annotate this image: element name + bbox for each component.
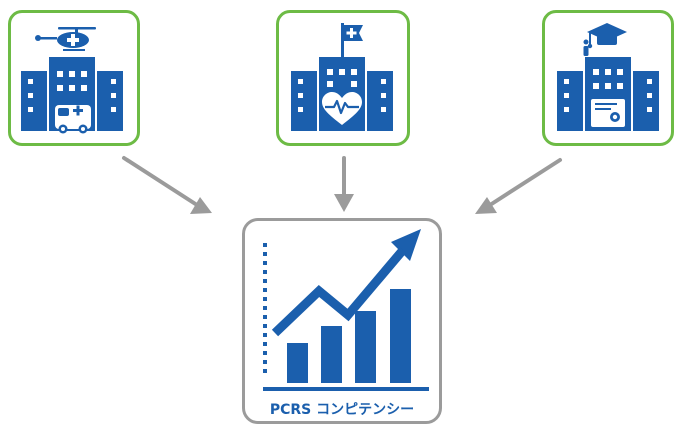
pcrs-competency-tile: PCRS コンピテンシー bbox=[242, 218, 442, 424]
axis-dash bbox=[263, 270, 267, 274]
axis-dash bbox=[263, 315, 267, 319]
axis-dash bbox=[263, 306, 267, 310]
chart-bar bbox=[287, 343, 308, 383]
trend-line bbox=[271, 247, 407, 337]
chart-bar bbox=[390, 289, 411, 383]
axis-dash bbox=[263, 243, 267, 247]
arrowhead-right bbox=[475, 197, 497, 214]
pcrs-competency-label: PCRS コンピテンシー bbox=[269, 402, 415, 418]
axis-dash bbox=[263, 261, 267, 265]
facility-tile-cardiac bbox=[276, 10, 410, 146]
arrow-right bbox=[488, 158, 562, 207]
arrowhead-center bbox=[334, 194, 354, 212]
chart-bar bbox=[321, 326, 342, 383]
facility-tile-trauma bbox=[8, 10, 140, 146]
helicopter-ambulance-hospital-icon bbox=[21, 27, 123, 134]
axis-dash bbox=[263, 288, 267, 292]
arrow-left bbox=[122, 156, 199, 207]
chart-bar bbox=[355, 311, 376, 383]
facility-tile-academic bbox=[542, 10, 674, 146]
axis-dash bbox=[263, 279, 267, 283]
graduation-certificate-hospital-icon bbox=[557, 23, 659, 131]
axis-dash bbox=[263, 342, 267, 346]
axis-dash bbox=[263, 297, 267, 301]
axis-dash bbox=[263, 324, 267, 328]
flag-heart-hospital-icon bbox=[291, 23, 393, 131]
axis-dash bbox=[263, 360, 267, 364]
chart-baseline bbox=[263, 387, 429, 391]
arrowhead-left bbox=[190, 197, 212, 214]
growth-chart-icon bbox=[263, 229, 429, 391]
axis-dash bbox=[263, 369, 267, 373]
trend-arrowhead bbox=[391, 229, 421, 261]
axis-dash bbox=[263, 351, 267, 355]
axis-dash bbox=[263, 252, 267, 256]
axis-dash bbox=[263, 333, 267, 337]
